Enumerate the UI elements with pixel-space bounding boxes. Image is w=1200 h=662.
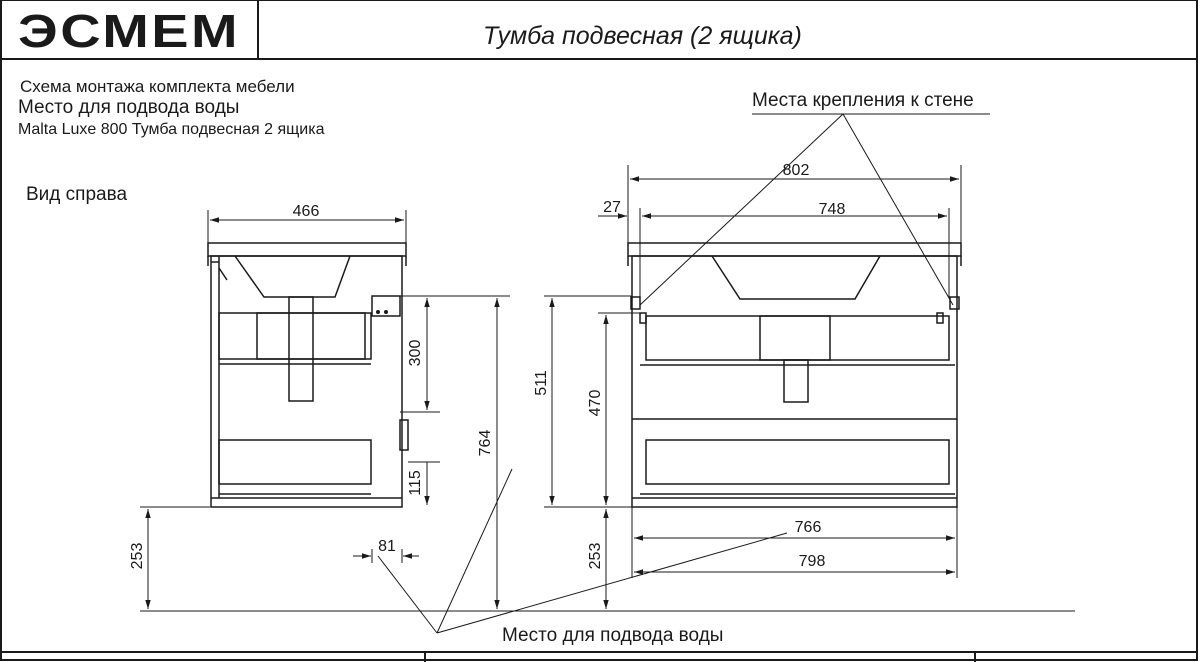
dim-764: 764: [477, 430, 494, 457]
front-dimensions: [544, 165, 962, 609]
wall-mount-label: Места крепления к стене: [752, 90, 974, 111]
dim-798: 798: [799, 553, 826, 570]
water-supply-label: Место для подвода воды: [502, 625, 723, 646]
dim-81: 81: [378, 538, 396, 555]
brand-text: ЭСМЕМ: [18, 5, 240, 57]
side-view-cabinet: [207, 242, 409, 508]
note-line-1: Схема монтажа комплекта мебели: [20, 77, 295, 96]
side-view-label: Вид справа: [26, 184, 127, 205]
dim-253-right: 253: [587, 543, 604, 570]
dim-253-left: 253: [129, 543, 146, 570]
dim-300: 300: [407, 340, 424, 367]
wall-mount-leaders: [639, 113, 990, 306]
note-line-2: Место для подвода воды: [18, 97, 239, 118]
dim-748: 748: [819, 201, 846, 218]
sheet-title: Тумба подвесная (2 ящика): [483, 22, 802, 50]
dim-802: 802: [783, 162, 810, 179]
dim-27: 27: [603, 199, 621, 216]
brand-logo: ЭСМЕМ: [18, 5, 240, 57]
dim-766: 766: [795, 519, 822, 536]
dim-466: 466: [293, 203, 320, 220]
side-dimensions: [140, 210, 510, 609]
dim-511: 511: [533, 370, 550, 396]
front-view-cabinet: [627, 242, 962, 508]
dim-470: 470: [587, 390, 604, 417]
dim-115: 115: [407, 470, 424, 496]
note-line-3: Malta Luxe 800 Тумба подвесная 2 ящика: [18, 121, 325, 138]
